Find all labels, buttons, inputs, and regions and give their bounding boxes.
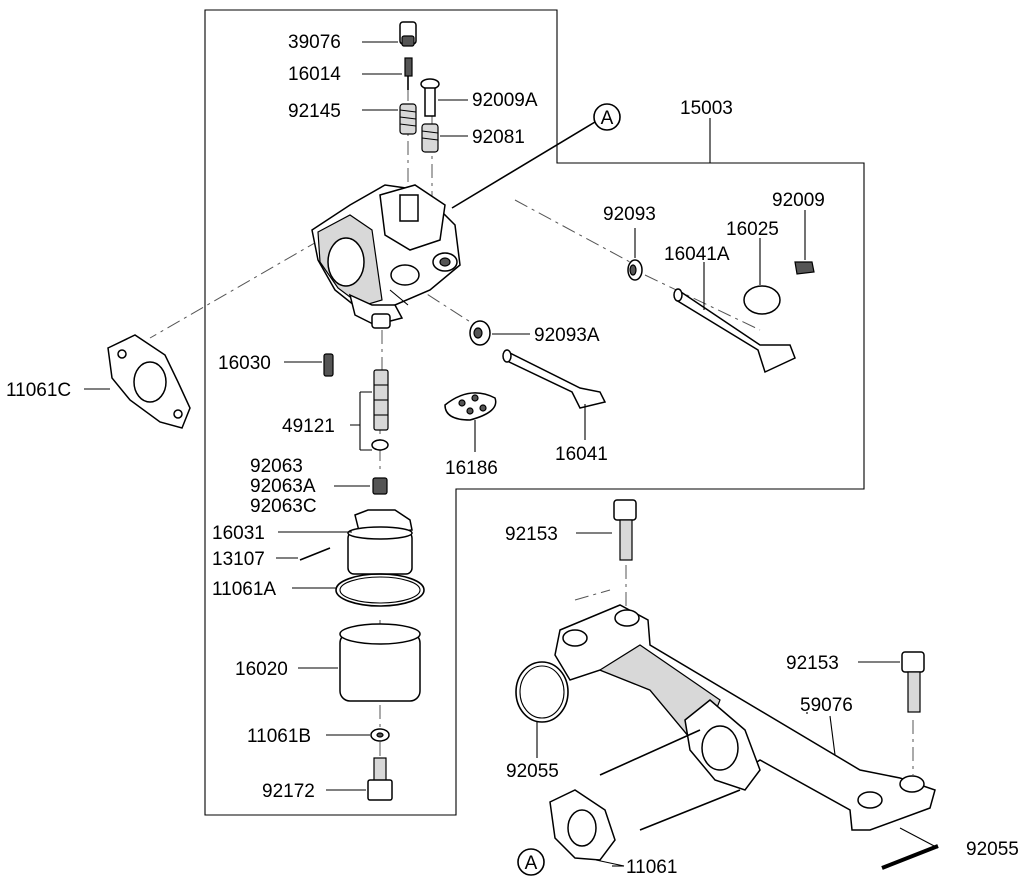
label-13107: 13107 <box>212 549 265 570</box>
callout-circle-top: A <box>593 103 621 131</box>
label-16041A: 16041A <box>664 244 730 265</box>
label-39076: 39076 <box>288 32 341 53</box>
jet-16030-icon <box>323 353 334 377</box>
label-16014: 16014 <box>288 64 341 85</box>
label-92093: 92093 <box>603 204 656 225</box>
oring-92055-icon <box>515 661 569 723</box>
pin-13107-icon <box>299 547 331 561</box>
float-16031-icon <box>347 509 413 575</box>
label-92009: 92009 <box>772 190 825 211</box>
label-92009A: 92009A <box>472 90 538 111</box>
label-92145: 92145 <box>288 101 341 122</box>
label-11061C: 11061C <box>6 380 71 401</box>
label-16186: 16186 <box>445 458 498 479</box>
cap-39076-icon <box>399 21 417 47</box>
assembly-frame <box>204 9 865 816</box>
plate-16186-icon <box>444 392 497 421</box>
label-16030: 16030 <box>218 353 271 374</box>
label-59076: 59076 <box>800 695 853 716</box>
bushing-92093A-icon <box>469 320 491 346</box>
label-92055-oring: 92055 <box>506 761 559 782</box>
spring-92081-icon <box>421 123 439 153</box>
bolt-92172-icon <box>367 757 393 801</box>
plate-16025-icon <box>743 285 781 315</box>
needle-16014-icon <box>404 57 413 90</box>
label-92153-right: 92153 <box>786 653 839 674</box>
jet-92063-icon <box>372 477 388 495</box>
label-16020: 16020 <box>235 659 288 680</box>
studs-icon <box>599 729 741 831</box>
gasket-11061C-icon <box>107 334 191 429</box>
label-11061: 11061 <box>626 857 677 878</box>
screw-92009-icon <box>794 261 815 275</box>
gasket-11061-icon <box>549 789 616 861</box>
label-16025: 16025 <box>726 219 779 240</box>
label-11061A: 11061A <box>212 579 276 600</box>
part-labels: 39076 16014 92145 92009A 92081 15003 920… <box>6 32 1019 878</box>
bolt-92153-right-icon <box>901 651 925 713</box>
strip-92055-icon <box>881 844 939 870</box>
washer-11061B-icon <box>370 728 390 742</box>
shaft-16041A-icon <box>673 288 796 374</box>
label-92055-strip: 92055 <box>966 839 1019 860</box>
screw-92009A-icon <box>420 78 440 117</box>
label-92093A: 92093A <box>534 325 600 346</box>
label-92153-top: 92153 <box>505 524 558 545</box>
manifold-59076 <box>554 604 936 831</box>
label-16031: 16031 <box>212 523 265 544</box>
label-11061B: 11061B <box>247 726 311 747</box>
shaft-16041-icon <box>502 349 607 409</box>
carburetor-body <box>311 184 461 329</box>
oring-11061A-icon <box>335 573 425 607</box>
label-92172: 92172 <box>262 781 315 802</box>
spring-92145-icon <box>399 103 417 135</box>
label-92063A: 92063A <box>250 476 316 497</box>
label-92081: 92081 <box>472 127 525 148</box>
svg-text:A: A <box>601 108 614 129</box>
callout-circle-bottom: A <box>517 848 545 876</box>
bowl-16020-icon <box>339 623 421 702</box>
label-16041: 16041 <box>555 444 608 465</box>
label-92063C: 92063C <box>250 496 317 517</box>
label-92063: 92063 <box>250 456 303 477</box>
tube-49121-icon <box>371 369 389 451</box>
label-49121: 49121 <box>282 416 335 437</box>
bushing-92093-icon <box>627 259 643 281</box>
label-15003: 15003 <box>680 98 733 119</box>
svg-text:A: A <box>525 853 538 874</box>
bolt-92153-top-icon <box>613 499 637 561</box>
